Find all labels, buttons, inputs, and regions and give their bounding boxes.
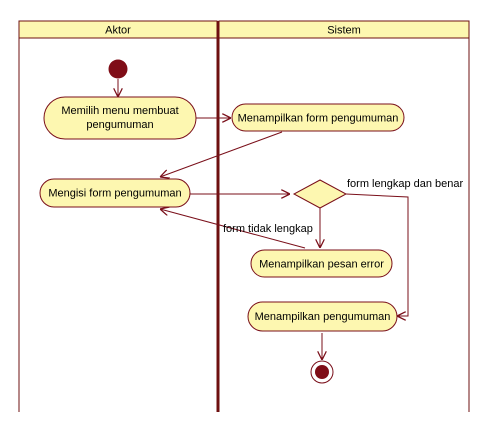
activity-label: Menampilkan pengumuman: [255, 311, 391, 323]
guard-label-valid: form lengkap dan benar: [347, 178, 464, 190]
activity-memilih-menu: Memilih menu membuat pengumuman: [43, 96, 197, 140]
flows: [118, 79, 409, 360]
guard-label-invalid: form tidak lengkap: [223, 223, 313, 235]
activity-label: Mengisi form pengumuman: [48, 188, 181, 200]
swimlanes: Aktor Sistem: [18, 20, 470, 412]
activity-label: Memilih menu membuat: [61, 105, 178, 117]
flow-error-back-to-mengisi: [160, 209, 306, 249]
activity-menampilkan-pengumuman: Menampilkan pengumuman: [247, 301, 398, 332]
flow-decision-to-pengumuman: [345, 193, 409, 316]
lane-title-aktor: Aktor: [105, 25, 131, 37]
activity-label: Menampilkan form pengumuman: [238, 113, 399, 125]
activity-pesan-error: Menampilkan pesan error: [250, 249, 393, 278]
activity-label: pengumuman: [86, 119, 153, 131]
initial-node: [108, 59, 128, 79]
decision-node: [292, 179, 348, 209]
activity-mengisi-form: Mengisi form pengumuman: [39, 178, 191, 208]
activity-menampilkan-form: Menampilkan form pengumuman: [231, 103, 405, 132]
flow-menampilkan-form-to-mengisi: [160, 131, 283, 177]
lane-title-sistem: Sistem: [327, 25, 361, 37]
final-node: [310, 360, 334, 384]
activity-label: Menampilkan pesan error: [259, 259, 384, 271]
